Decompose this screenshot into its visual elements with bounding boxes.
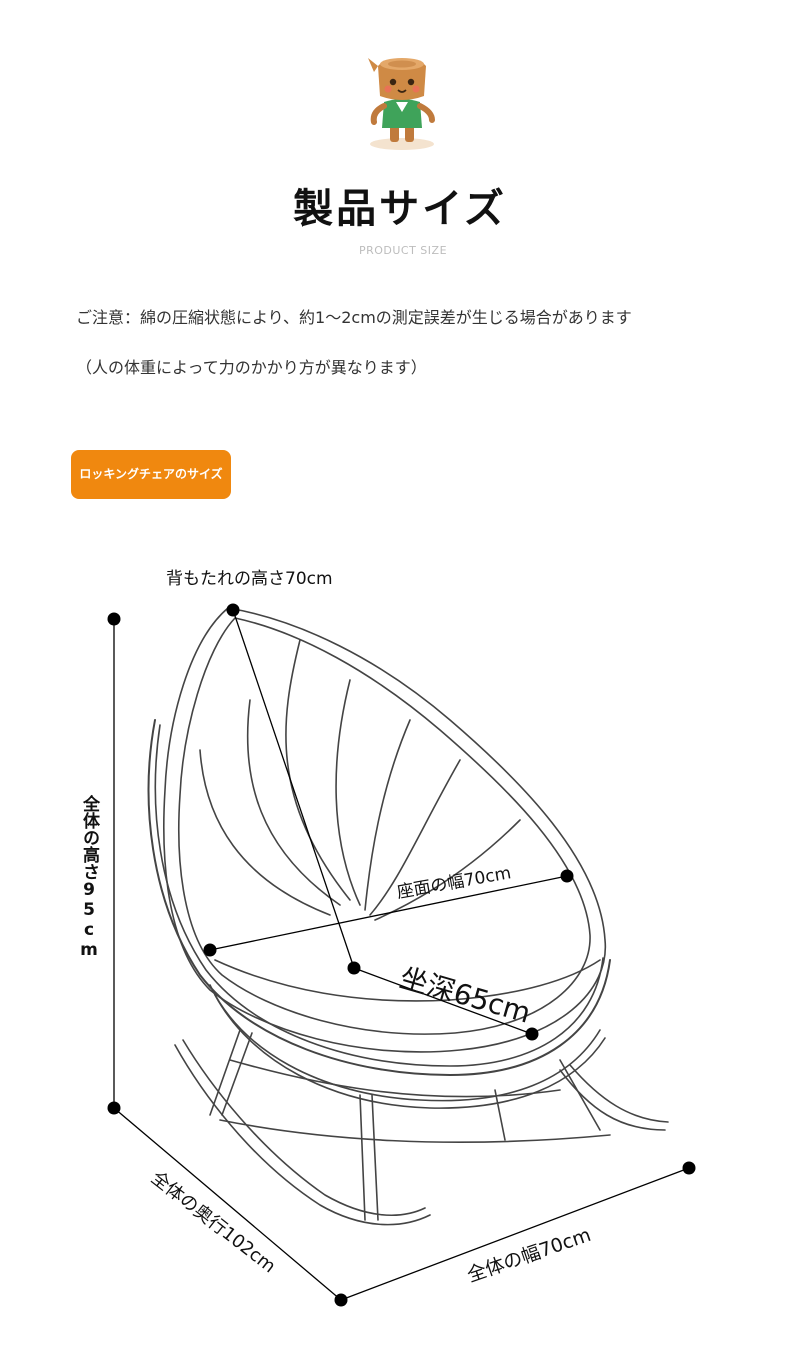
- total-height-label: 全体の高さ95cm: [79, 794, 101, 960]
- total-width-label: 全体の幅70cm: [464, 1224, 593, 1287]
- page-subtitle: PRODUCT SIZE: [358, 244, 448, 257]
- tree-stump-mascot-icon: [368, 58, 435, 150]
- backrest-height-label: 背もたれの高さ70cm: [166, 569, 333, 589]
- rocking-chair-illustration: [147, 607, 669, 1226]
- seat-width-label: 座面の幅70cm: [395, 863, 512, 903]
- chair-dimension-diagram: 背もたれの高さ70cm 全体の高さ95cm 座面の幅70cm 坐深65cm 全体…: [79, 569, 696, 1307]
- total-depth-label: 全体の奥行102cm: [147, 1167, 280, 1277]
- measurement-points: [107, 603, 696, 1307]
- section-badge: ロッキングチェアのサイズ: [71, 450, 231, 499]
- measurement-note: ご注意：綿の圧縮状態により、約1～2cmの測定誤差が生じる場合があります: [76, 308, 632, 327]
- weight-note: （人の体重によって力のかかり方が異なります）: [76, 358, 427, 377]
- measurement-lines: [113, 609, 690, 1301]
- seat-depth-label: 坐深65cm: [396, 961, 534, 1030]
- page-title: 製品サイズ: [293, 186, 507, 232]
